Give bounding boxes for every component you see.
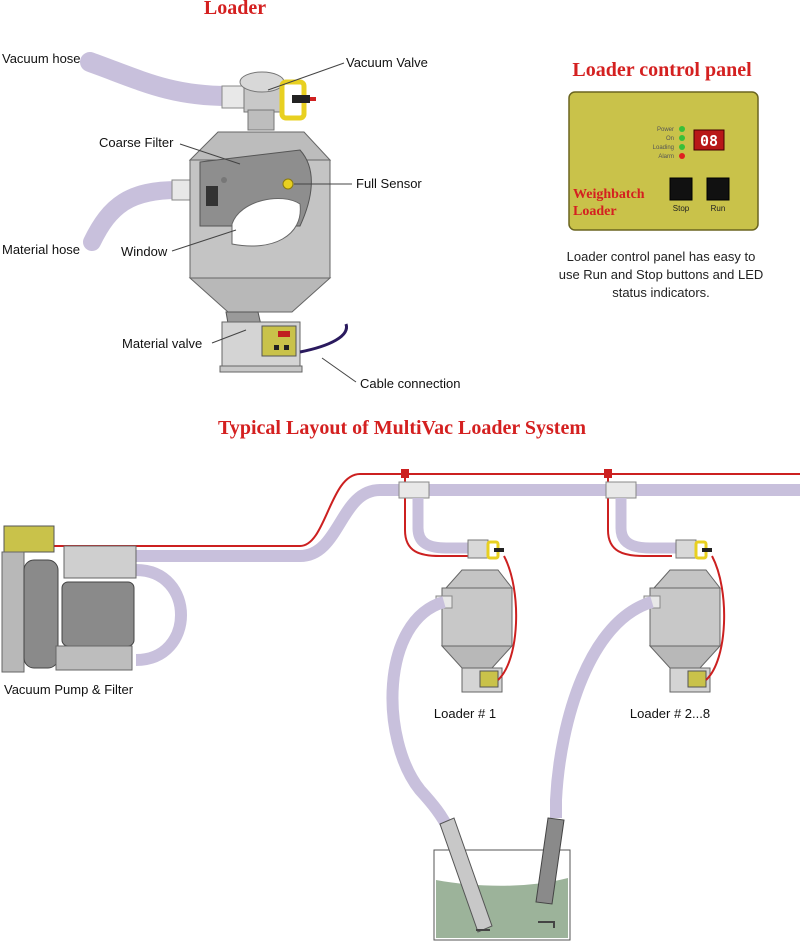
layout-title: Typical Layout of MultiVac Loader System [218, 417, 586, 439]
label-loader-2-8: Loader # 2...8 [630, 706, 710, 721]
loader-2-solenoid [702, 548, 712, 552]
label-vacuum-pump: Vacuum Pump & Filter [4, 682, 134, 697]
mini-display [278, 331, 290, 337]
window [231, 197, 301, 247]
inlet-deflector [206, 186, 218, 206]
mini-run-button [284, 345, 289, 350]
control-cable-main [54, 473, 800, 547]
vacuum-main-line [136, 484, 800, 562]
loader-2-8: Loader # 2...8 [630, 539, 726, 721]
vacuum-tee-1 [398, 481, 430, 499]
loader-2-cone [648, 645, 722, 669]
control-panel-title: Loader control panel [572, 59, 752, 81]
loader-2-cable [705, 555, 726, 681]
pump-filter-drum [23, 559, 59, 669]
control-panel-note: Loader control panel has easy to use Run… [558, 249, 764, 300]
brand-line-1: Weighbatch [573, 187, 645, 202]
led-label-alarm: Alarm [658, 154, 674, 160]
valve-neck [247, 109, 275, 131]
label-vacuum-hose: Vacuum hose [2, 51, 81, 66]
suction-wand-1 [439, 817, 493, 933]
vacuum-hose [80, 52, 238, 106]
vacuum-tee-2 [605, 481, 637, 499]
label-cable-connection: Cable connection [360, 376, 460, 391]
suction-tip-2 [538, 921, 555, 928]
cable-junction-2 [604, 469, 612, 478]
loader-cone [188, 277, 332, 313]
led-alarm [679, 153, 685, 159]
pump-motor-cover [63, 545, 137, 579]
loader-1-body [441, 587, 513, 647]
pump-base [55, 645, 133, 671]
led-loading [679, 144, 685, 150]
loader-1-lid [444, 569, 514, 589]
material-hose [83, 181, 187, 251]
label-vacuum-valve: Vacuum Valve [346, 55, 428, 70]
pump-filter-housing [1, 551, 25, 673]
hose-coupling [221, 85, 245, 109]
suction-wand-2 [535, 817, 565, 905]
led-power [679, 126, 685, 132]
loader-title: Loader [204, 0, 266, 19]
loader-1-valve [467, 539, 489, 559]
run-button[interactable] [706, 177, 730, 201]
loader-callouts: Vacuum hose Vacuum Valve Coarse Filter F… [2, 51, 460, 391]
label-window: Window [121, 244, 168, 259]
leader-cable-connection [321, 357, 357, 383]
stop-button-label: Stop [673, 204, 690, 213]
loader-1-cone [440, 645, 514, 669]
vacuum-valve-top [239, 71, 285, 93]
solenoid [292, 95, 310, 103]
pump-motor [61, 581, 135, 647]
mini-control-panel [261, 325, 297, 357]
material-hose-1 [386, 596, 452, 828]
leader-coarse-filter [179, 143, 241, 165]
digit-display-value: 08 [700, 132, 718, 150]
digit-display [693, 129, 725, 151]
material-hose-2 [550, 596, 654, 818]
label-material-valve: Material valve [122, 336, 202, 351]
brand-line-2: Loader [573, 204, 617, 219]
cable-connection [299, 323, 348, 354]
leader-vacuum-valve [267, 62, 345, 91]
loader-1: Loader # 1 [434, 539, 518, 721]
label-coarse-filter: Coarse Filter [99, 135, 174, 150]
stop-button[interactable] [669, 177, 693, 201]
run-button-label: Run [711, 204, 726, 213]
vacuum-branch-1 [412, 498, 470, 554]
label-loader-1: Loader # 1 [434, 706, 496, 721]
cable-junction-1 [401, 469, 409, 478]
vacuum-branch-2 [615, 498, 676, 554]
loader-1-cable [497, 555, 518, 681]
label-full-sensor: Full Sensor [356, 176, 422, 191]
solenoid-tip [310, 97, 316, 101]
led-label-on: On [666, 136, 674, 142]
loader-2-valve [675, 539, 697, 559]
leader-material-valve [211, 329, 247, 344]
loader-2-panel [687, 670, 707, 688]
control-panel: Power On Loading Alarm 08 Weighbatch Loa… [568, 91, 759, 231]
system-layout: Vacuum Pump & Filter Loader # 1 [1, 469, 800, 941]
pump-control-box [3, 525, 55, 553]
loader-detail [80, 52, 348, 373]
loader-2-body [649, 587, 721, 647]
loader-2-lid [652, 569, 722, 589]
control-cable-drop-2 [607, 478, 672, 557]
loader-1-solenoid [494, 548, 504, 552]
loader-base-foot [219, 365, 303, 373]
full-sensor [282, 178, 294, 190]
led-on [679, 135, 685, 141]
inlet-bolt [221, 177, 227, 183]
pump-return-hose [135, 564, 187, 666]
leader-window [171, 229, 237, 252]
loader-1-panel [479, 670, 499, 688]
label-material-hose: Material hose [2, 242, 80, 257]
led-label-power: Power [657, 127, 674, 133]
mini-stop-button [274, 345, 279, 350]
control-cable-drop-1 [404, 478, 468, 557]
led-label-loading: Loading [653, 145, 674, 151]
